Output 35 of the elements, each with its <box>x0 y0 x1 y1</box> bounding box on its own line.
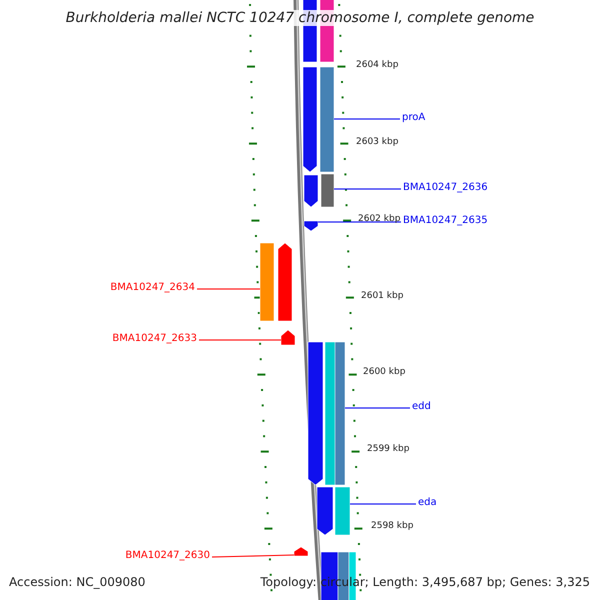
gene-block <box>302 66 318 172</box>
leader-line <box>334 118 400 120</box>
scale-label: 2602 kbp <box>358 215 400 224</box>
leader-line <box>196 288 260 290</box>
genome-summary-text: Topology: circular; Length: 3,495,687 bp; Genes: 3,325 <box>260 576 590 588</box>
gene-label: BMA10247_2634 <box>110 283 195 293</box>
gene-block <box>304 220 318 232</box>
gene-block <box>308 342 324 486</box>
gene-label: BMA10247_2636 <box>403 183 488 193</box>
gene-label: BMA10247_2630 <box>125 551 210 561</box>
gene-block <box>320 174 334 208</box>
gene-block <box>324 342 336 486</box>
gene-label: eda <box>418 498 437 508</box>
leader-line <box>334 188 402 190</box>
accession-text: Accession: NC_009080 <box>9 576 146 588</box>
gene-block <box>320 66 334 172</box>
gene-block <box>304 174 318 208</box>
gene-block <box>280 330 296 346</box>
scale-label: 2600 kbp <box>363 368 406 377</box>
gene-block <box>316 486 334 536</box>
scale-label: 2598 kbp <box>371 522 414 531</box>
leader-line <box>212 554 294 558</box>
gene-block <box>260 242 274 322</box>
scale-label: 2604 kbp <box>356 61 398 70</box>
scale-label: 2603 kbp <box>356 138 398 147</box>
gene-label: edd <box>412 402 431 412</box>
gene-block <box>278 242 292 322</box>
gene-label: BMA10247_2635 <box>403 216 488 226</box>
scale-label: 2599 kbp <box>367 445 410 454</box>
scale-label: 2601 kbp <box>361 292 404 301</box>
gene-block <box>334 486 350 536</box>
title: Burkholderia mallei NCTC 10247 chromosome I, complete genome <box>64 10 536 26</box>
gene-label: BMA10247_2633 <box>112 334 197 344</box>
gene-label: proA <box>402 113 426 123</box>
gene-block <box>294 546 308 556</box>
